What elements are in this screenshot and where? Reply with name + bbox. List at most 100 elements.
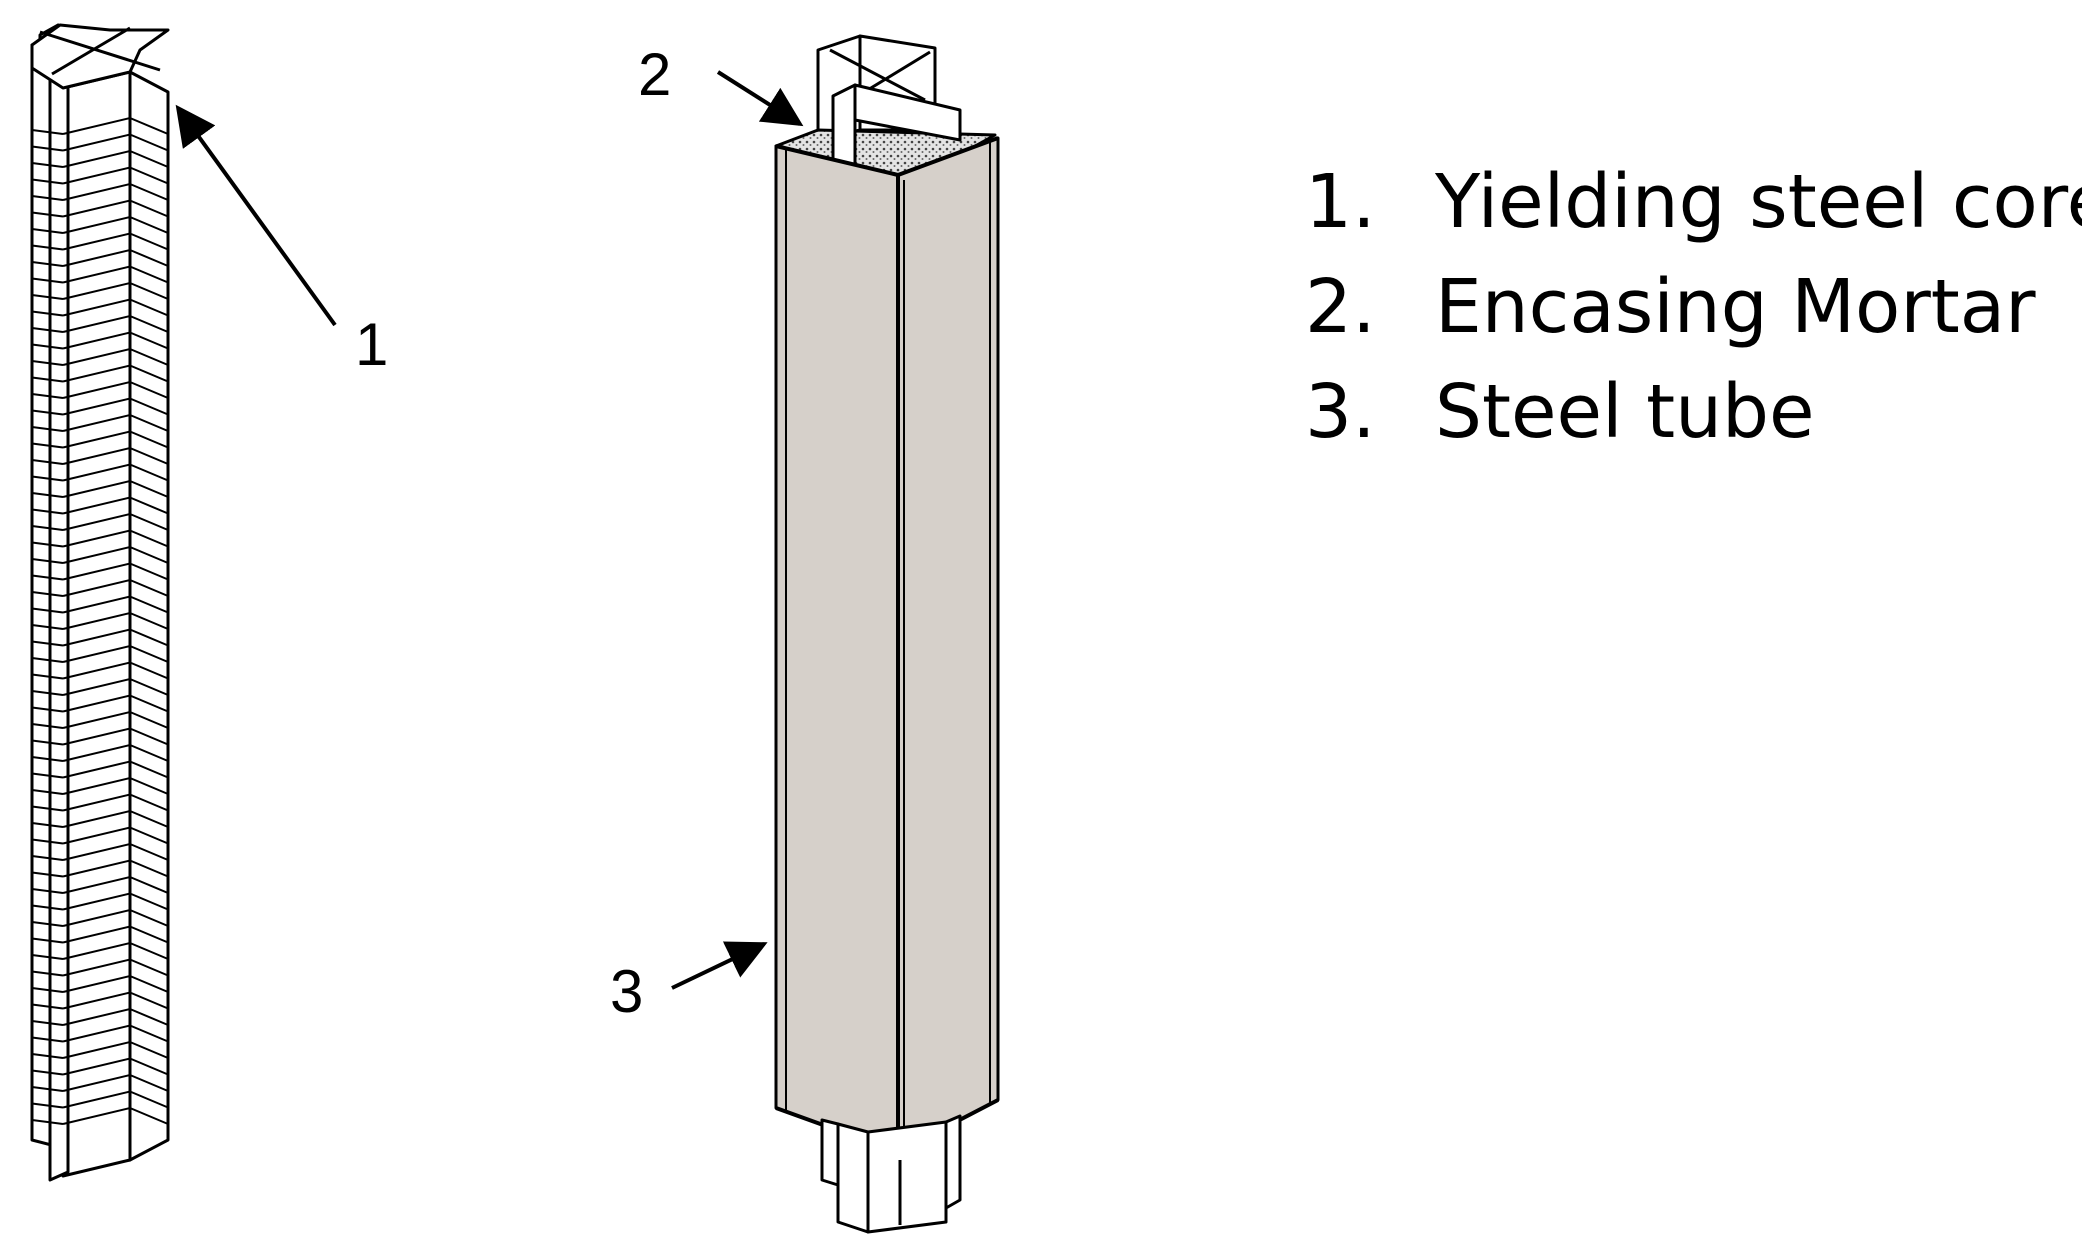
callout-label-mortar: 2 <box>638 41 671 108</box>
callout-arrow-mortar <box>716 70 804 127</box>
yielding-steel-core <box>30 23 170 1182</box>
legend-item: 1. Yielding steel core <box>1305 150 2082 255</box>
callout-arrow-tube <box>671 941 768 990</box>
core-stiffener-line <box>62 414 131 432</box>
core-stiffener-line <box>31 310 64 317</box>
core-stiffener-line <box>129 1074 169 1092</box>
core-stiffener-line <box>31 624 64 630</box>
core-stiffener-line <box>129 991 169 1010</box>
core-stiffener-line <box>31 525 64 531</box>
core-stiffener-line <box>62 579 131 597</box>
brace-diagram: 1 2 3 <box>30 23 1000 1234</box>
legend-item-number: 3. <box>1305 369 1376 455</box>
core-stiffener-line <box>129 628 169 647</box>
core-stiffener-line <box>31 541 64 548</box>
core-stiffener-line <box>129 744 169 762</box>
core-stiffener-line <box>62 282 131 300</box>
steel-tube-front-face <box>774 144 900 1154</box>
core-stiffener-line <box>31 393 64 399</box>
callout-arrow-core <box>175 104 337 327</box>
core-stiffener-line <box>129 381 169 399</box>
core-stiffener-line <box>129 315 169 333</box>
core-stiffener-line <box>129 298 169 317</box>
core-stiffener-line <box>31 343 64 350</box>
core-stiffener-line <box>129 546 169 564</box>
core-stiffener-line <box>129 133 169 152</box>
core-stiffener-line <box>31 261 64 267</box>
core-stiffener-line <box>31 756 64 762</box>
core-stiffener-line <box>129 414 169 432</box>
core-stiffener-line <box>129 909 169 927</box>
core-stiffener-line <box>129 447 169 465</box>
core-stiffener-line <box>129 364 169 383</box>
core-stiffener-line <box>62 612 131 630</box>
core-stiffener-line <box>31 640 64 647</box>
core-stiffener-line <box>62 777 131 795</box>
core-stiffener-line <box>31 162 64 168</box>
core-stiffener-line <box>31 723 64 729</box>
core-stiffener-line <box>31 145 64 152</box>
core-stiffener-line <box>129 430 169 449</box>
legend-item: 2.Encasing Mortar <box>1305 255 2082 360</box>
core-stiffener-line <box>31 129 64 135</box>
callouts <box>175 70 804 990</box>
core-stiffener-line <box>31 475 64 482</box>
core-stiffener-line <box>62 1057 131 1076</box>
core-stiffener-line <box>129 1041 169 1059</box>
core-stiffener-line <box>62 942 131 960</box>
core-stiffener-line <box>129 1008 169 1026</box>
core-stiffener-line <box>62 463 131 482</box>
core-stiffener-line <box>62 694 131 713</box>
core-stiffener-line <box>31 294 64 300</box>
core-stiffener-line <box>129 183 169 201</box>
core-stiffener-line <box>129 892 169 911</box>
core-stiffener-line <box>62 496 131 515</box>
core-stiffener-line <box>129 595 169 614</box>
core-stiffener-line <box>31 970 64 977</box>
core-stiffener-line <box>31 1053 64 1059</box>
core-stiffener-line <box>62 958 131 977</box>
core-stiffener-line <box>31 954 64 960</box>
core-stiffener-line <box>31 838 64 845</box>
core-stiffener-line <box>129 216 169 234</box>
callout-label-tube: 3 <box>610 958 643 1025</box>
core-stiffener-line <box>31 574 64 581</box>
legend-item-label: Yielding steel core <box>1435 159 2082 245</box>
core-stiffener-line <box>62 1041 131 1059</box>
core-stiffener-line <box>129 711 169 729</box>
core-stiffener-line <box>129 232 169 251</box>
core-stiffener-line <box>129 348 169 366</box>
legend-item-label: Encasing Mortar <box>1435 264 2036 350</box>
core-stiffener-line <box>129 678 169 696</box>
core-stiffener-line <box>129 331 169 350</box>
core-stiffener-line <box>129 777 169 795</box>
core-stiffener-line <box>62 298 131 317</box>
core-stiffener-line <box>129 826 169 845</box>
core-stiffener-line <box>62 909 131 927</box>
core-stiffener-line <box>62 1024 131 1043</box>
core-stiffener-line <box>62 562 131 581</box>
core-stiffener-line <box>129 1057 169 1076</box>
core-stiffener-line <box>62 249 131 267</box>
core-stiffener-line <box>31 442 64 449</box>
core-stiffener-line <box>129 645 169 663</box>
core-stiffener-line <box>31 987 64 993</box>
core-stiffener-line <box>62 925 131 944</box>
core-stiffener-line <box>31 178 64 185</box>
core-stiffener-line <box>62 744 131 762</box>
core-stiffener-line <box>62 1008 131 1026</box>
core-stiffener-line <box>129 579 169 597</box>
core-stiffener-line <box>129 397 169 416</box>
core-stiffener-line <box>129 513 169 531</box>
core-stiffener-line <box>129 727 169 746</box>
core-stiffener-line <box>129 496 169 515</box>
core-stiffener-line <box>62 133 131 152</box>
core-stiffener-line <box>62 166 131 185</box>
core-stiffener-line <box>129 1024 169 1043</box>
legend-item-number: 1. <box>1305 159 1376 245</box>
core-stiffener-line <box>62 199 131 218</box>
core-stiffener-line <box>129 282 169 300</box>
core-stiffener-line <box>31 228 64 234</box>
core-stiffener-line <box>62 480 131 498</box>
core-stiffener-line <box>129 1107 169 1125</box>
